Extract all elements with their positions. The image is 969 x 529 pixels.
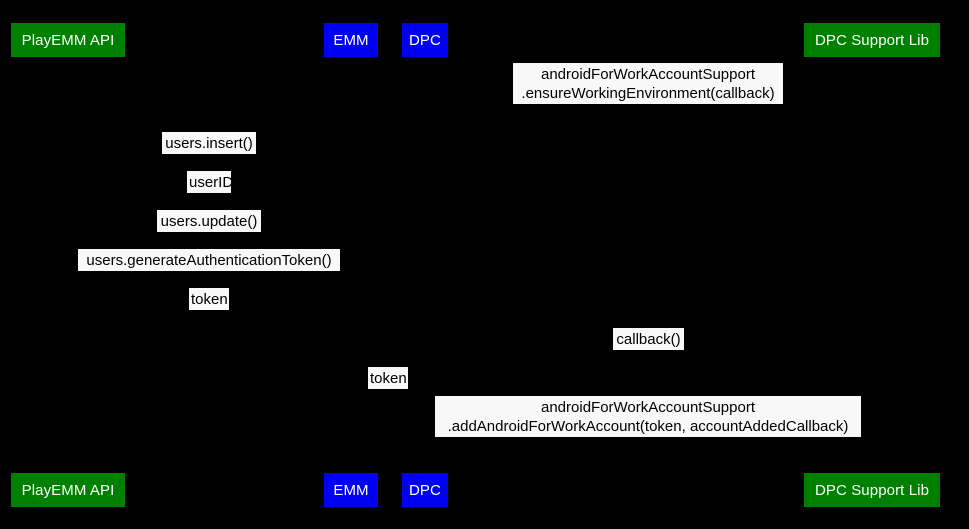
lifeline-label-playemm-api: PlayEMM API	[21, 31, 115, 49]
lifeline-head-emm[interactable]: EMM	[324, 23, 378, 57]
lifeline-label-emm: EMM	[333, 31, 369, 49]
lifeline-label-dpc: DPC	[409, 31, 441, 49]
lifeline-foot-emm[interactable]: EMM	[324, 473, 378, 507]
lifeline-label-dpc-support-lib: DPC Support Lib	[814, 481, 930, 499]
message-label-users-generate-authentication-token: users.generateAuthenticationToken()	[78, 249, 340, 271]
message-label-token-upper: token	[189, 288, 229, 310]
lifeline-head-playemm-api[interactable]: PlayEMM API	[11, 23, 125, 57]
lifeline-foot-playemm-api[interactable]: PlayEMM API	[11, 473, 125, 507]
lifeline-foot-dpc-support-lib[interactable]: DPC Support Lib	[804, 473, 940, 507]
message-label-user-id: userID	[187, 171, 233, 193]
message-label-ensure-working-environment: androidForWorkAccountSupport .ensureWork…	[513, 63, 783, 104]
lifeline-label-playemm-api: PlayEMM API	[21, 481, 115, 499]
lifeline-foot-dpc[interactable]: DPC	[402, 473, 448, 507]
lifeline-label-emm: EMM	[333, 481, 369, 499]
lifeline-head-dpc-support-lib[interactable]: DPC Support Lib	[804, 23, 940, 57]
message-label-users-insert: users.insert()	[162, 132, 256, 154]
message-label-users-update: users.update()	[157, 210, 261, 232]
message-label-callback: callback()	[613, 328, 684, 350]
lifeline-label-dpc: DPC	[409, 481, 441, 499]
message-label-add-android-for-work-account: androidForWorkAccountSupport .addAndroid…	[435, 396, 861, 437]
lifeline-head-dpc[interactable]: DPC	[402, 23, 448, 57]
lifeline-label-dpc-support-lib: DPC Support Lib	[814, 31, 930, 49]
message-label-token-lower: token	[368, 367, 408, 389]
